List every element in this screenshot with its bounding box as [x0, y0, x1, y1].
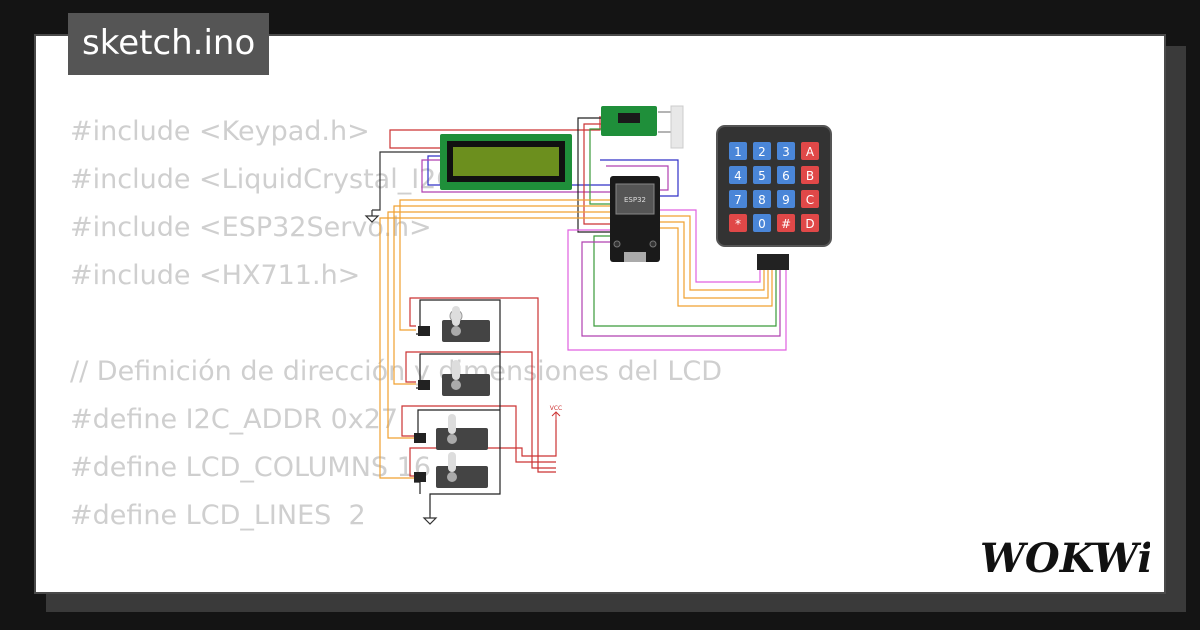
keypad-key-label: 7 — [734, 193, 742, 207]
wire — [660, 209, 761, 283]
wire — [660, 221, 769, 299]
keypad-key[interactable]: C — [801, 190, 819, 208]
code-line: #define I2C_ADDR 0x27 — [70, 404, 399, 435]
keypad-key-label: 3 — [782, 145, 790, 159]
code-preview: #include <Keypad.h>#include <LiquidCryst… — [70, 108, 811, 592]
keypad-key-label: A — [806, 145, 815, 159]
code-line: // Definición de dirección y dimensiones… — [70, 356, 723, 387]
servo-4 — [414, 452, 488, 488]
code-line: #include <ESP32Servo.h> — [70, 212, 432, 243]
servo-3 — [414, 414, 488, 450]
wire — [372, 151, 440, 211]
keypad-key-label: B — [806, 169, 814, 183]
code-line: #include <Keypad.h> — [70, 116, 370, 147]
keypad-key[interactable]: 4 — [729, 166, 747, 184]
wire — [658, 111, 673, 133]
wire — [660, 227, 773, 307]
wire — [600, 159, 679, 197]
vcc-icon: VCC — [550, 405, 562, 420]
ground-icon — [364, 210, 438, 525]
keypad-key-label: 0 — [758, 217, 766, 231]
wire — [409, 420, 557, 477]
keypad-key[interactable]: 5 — [753, 166, 771, 184]
wire — [401, 405, 556, 463]
keypad-key-label: 6 — [782, 169, 790, 183]
keypad-4x4: 1 2 3 A 4 5 6 B 7 8 9 C * 0 # D — [716, 125, 832, 270]
keypad-key-label: 1 — [734, 145, 742, 159]
keypad-key[interactable]: D — [801, 214, 819, 232]
keypad-key-label: D — [805, 217, 814, 231]
keypad-key[interactable]: 9 — [777, 190, 795, 208]
keypad-key-label: # — [781, 217, 791, 231]
keypad-key-label: 4 — [734, 169, 742, 183]
wire — [577, 117, 610, 233]
wire — [581, 241, 781, 337]
code-line: #define LCD_LINES 2 — [70, 500, 366, 531]
keypad-key-label: C — [806, 193, 814, 207]
sketch-filename: sketch.ino — [68, 13, 270, 75]
servo-1 — [418, 306, 490, 342]
svg-text:ESP32: ESP32 — [624, 196, 646, 204]
svg-text:WOKWi: WOKWi — [980, 535, 1150, 582]
keypad-key[interactable]: A — [801, 142, 819, 160]
keypad-key-label: 9 — [782, 193, 790, 207]
keypad-key-label: * — [735, 217, 741, 231]
keypad-key-label: 8 — [758, 193, 766, 207]
wire — [409, 297, 556, 473]
keypad-key-label: 2 — [758, 145, 766, 159]
svg-text:VCC: VCC — [550, 405, 562, 412]
servo-2 — [418, 360, 490, 396]
keypad-key[interactable]: 8 — [753, 190, 771, 208]
wire — [421, 159, 610, 193]
keypad-key[interactable]: 3 — [777, 142, 795, 160]
wire — [405, 351, 556, 469]
wire — [389, 116, 601, 149]
keypad-key[interactable]: 0 — [753, 214, 771, 232]
keypad-key[interactable]: 1 — [729, 142, 747, 160]
code-line: #include <HX711.h> — [70, 260, 361, 291]
keypad-key[interactable]: # — [777, 214, 795, 232]
keypad-key[interactable]: B — [801, 166, 819, 184]
keypad-key[interactable]: * — [729, 214, 747, 232]
wokwi-logo: WOKWi — [980, 535, 1150, 582]
wire — [387, 211, 610, 439]
wire — [399, 199, 610, 331]
esp32-board: ESP32 — [610, 176, 660, 262]
hx711-module — [601, 105, 684, 149]
keypad-key-label: 5 — [758, 169, 766, 183]
keypad-key[interactable]: 7 — [729, 190, 747, 208]
lcd-display — [440, 134, 572, 190]
wire — [593, 235, 777, 327]
wire — [379, 217, 610, 479]
wire — [660, 215, 765, 291]
keypad-key[interactable]: 6 — [777, 166, 795, 184]
wire — [393, 205, 610, 385]
keypad-key[interactable]: 2 — [753, 142, 771, 160]
code-line: #define LCD_COLUMNS 16 — [70, 452, 432, 483]
wire — [567, 229, 787, 351]
wire — [414, 481, 421, 494]
wire — [606, 165, 669, 191]
wire — [589, 128, 610, 205]
wire — [583, 123, 610, 225]
